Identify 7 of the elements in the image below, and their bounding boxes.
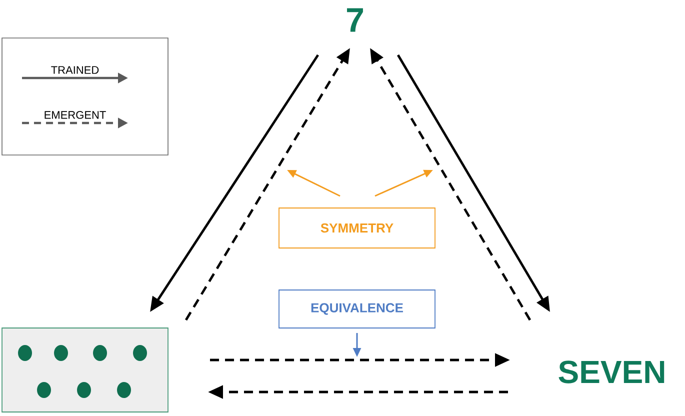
relation-box: SYMMETRY bbox=[278, 208, 436, 248]
relation-box: EQUIVALENCE bbox=[278, 290, 436, 328]
word-label: SEVEN bbox=[558, 360, 664, 384]
legend-label: EMERGENT bbox=[44, 111, 106, 119]
dots-card bbox=[2, 328, 168, 412]
number-label: 7 bbox=[347, 8, 363, 32]
legend-label: TRAINED bbox=[51, 66, 99, 74]
